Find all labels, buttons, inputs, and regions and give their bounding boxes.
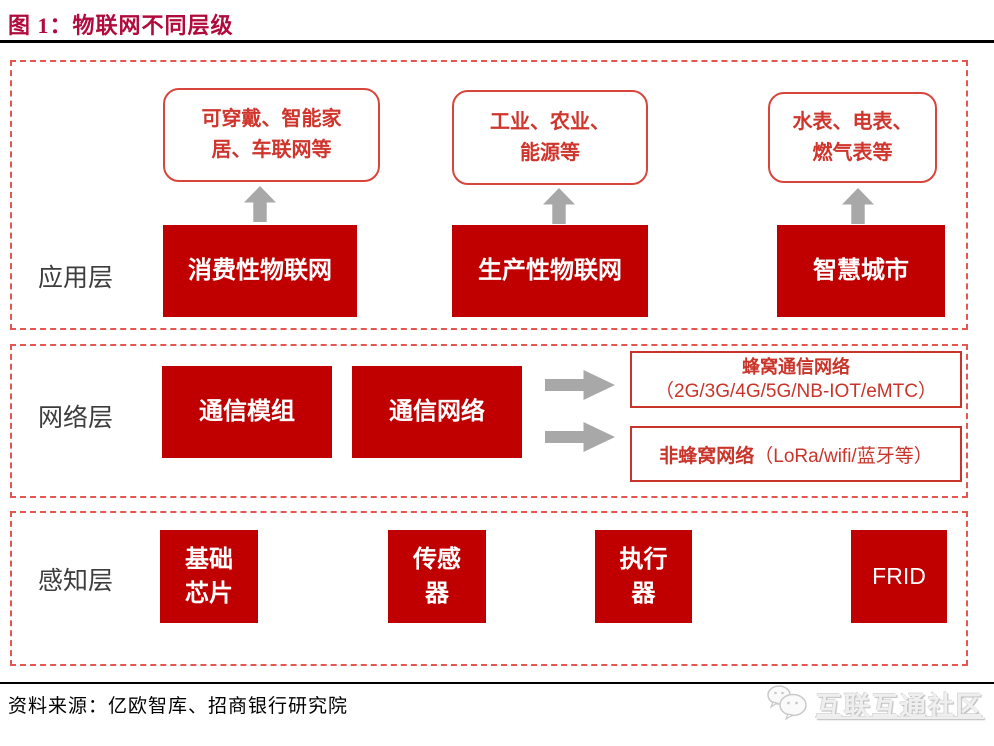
title-divider <box>0 40 994 43</box>
perception-layer-section <box>10 511 968 666</box>
cellular-network-detail: （2G/3G/4G/5G/NB-IOT/eMTC） <box>655 380 937 402</box>
perception-box-frid: FRID <box>851 530 947 623</box>
data-source-note: 资料来源：亿欧智库、招商银行研究院 <box>8 696 349 717</box>
footer-divider <box>0 682 994 684</box>
noncellular-network-title: 非蜂窝网络 <box>659 445 755 467</box>
noncellular-network-line: 非蜂窝网络（LoRa/wifi/蓝牙等） <box>659 441 932 468</box>
network-box-comm-network: 通信网络 <box>352 366 522 458</box>
figure-title: 图 1：物联网不同层级 <box>8 13 234 38</box>
application-example-bubble: 工业、农业、 能源等 <box>452 90 648 185</box>
perception-box-actuator: 执行 器 <box>595 530 692 623</box>
network-target-cellular: 蜂窝通信网络 （2G/3G/4G/5G/NB-IOT/eMTC） <box>630 351 962 408</box>
network-box-comm-module: 通信模组 <box>162 366 332 458</box>
noncellular-network-detail: （LoRa/wifi/蓝牙等） <box>754 445 933 467</box>
watermark-text: 互联互通社区 <box>816 690 985 721</box>
perception-box-base-chip: 基础 芯片 <box>160 530 258 623</box>
application-box-consumer-iot: 消费性物联网 <box>163 225 357 317</box>
layer-label-application: 应用层 <box>38 264 114 292</box>
perception-box-sensor: 传感 器 <box>388 530 486 623</box>
application-box-production-iot: 生产性物联网 <box>452 225 648 317</box>
application-example-bubble: 水表、电表、 燃气表等 <box>768 92 937 183</box>
watermark: 互联互通社区 <box>766 684 986 724</box>
layer-label-network: 网络层 <box>38 404 114 432</box>
cellular-network-title: 蜂窝通信网络 <box>742 356 850 377</box>
network-target-noncellular: 非蜂窝网络（LoRa/wifi/蓝牙等） <box>630 426 962 482</box>
chat-bubbles-icon <box>766 683 810 726</box>
application-box-smart-city: 智慧城市 <box>777 225 945 317</box>
application-example-bubble: 可穿戴、智能家 居、车联网等 <box>163 88 380 182</box>
layer-label-perception: 感知层 <box>38 567 114 595</box>
